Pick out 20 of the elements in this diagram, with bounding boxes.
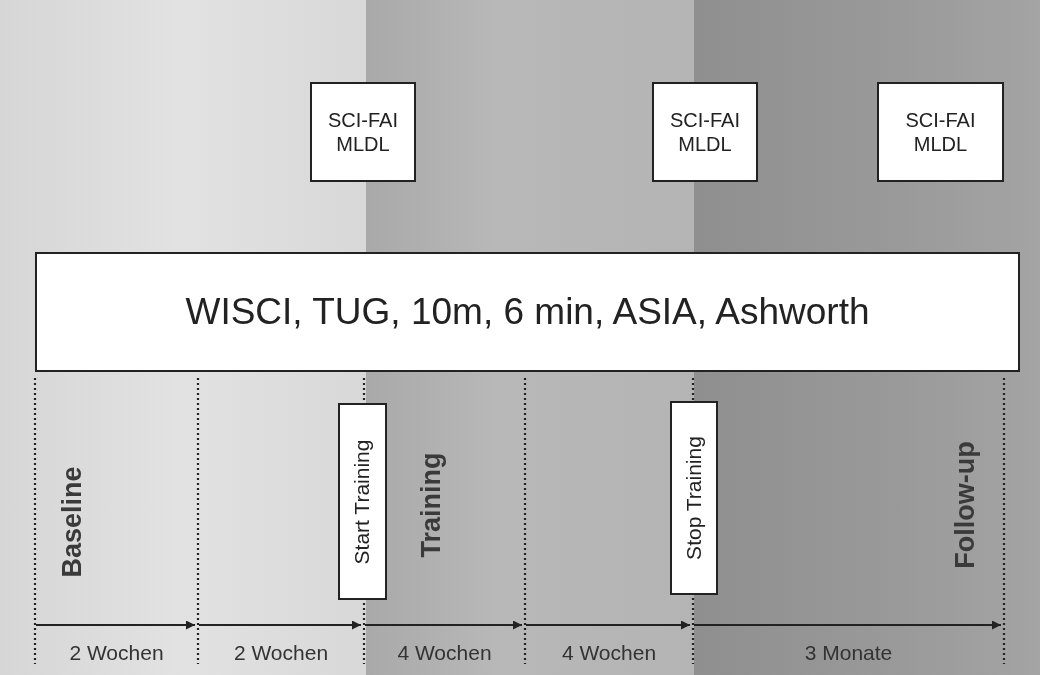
box-text: SCI-FAI MLDL bbox=[904, 108, 977, 156]
duration-label: 2 Wochen bbox=[233, 641, 329, 665]
duration-label: 3 Monate bbox=[804, 641, 893, 665]
phase-label: Baseline bbox=[56, 466, 88, 578]
phase-label: Follow-up bbox=[949, 441, 981, 569]
box-text: SCI-FAI MLDL bbox=[669, 108, 741, 156]
box-text: SCI-FAI MLDL bbox=[327, 108, 399, 156]
phase-label: Training bbox=[415, 452, 447, 558]
measure-box bbox=[35, 252, 1020, 372]
box-text: WISCI, TUG, 10m, 6 min, ASIA, Ashworth bbox=[185, 291, 870, 333]
duration-label: 4 Wochen bbox=[561, 641, 657, 665]
event-box bbox=[670, 401, 718, 595]
duration-label: 2 Wochen bbox=[69, 641, 164, 665]
box-text: Stop Training bbox=[682, 436, 706, 560]
measure-box bbox=[877, 82, 1004, 182]
duration-label: 4 Wochen bbox=[397, 641, 492, 665]
measure-box bbox=[310, 82, 416, 182]
measure-box bbox=[652, 82, 758, 182]
box-text: Start Training bbox=[350, 439, 375, 564]
event-box bbox=[338, 403, 387, 600]
